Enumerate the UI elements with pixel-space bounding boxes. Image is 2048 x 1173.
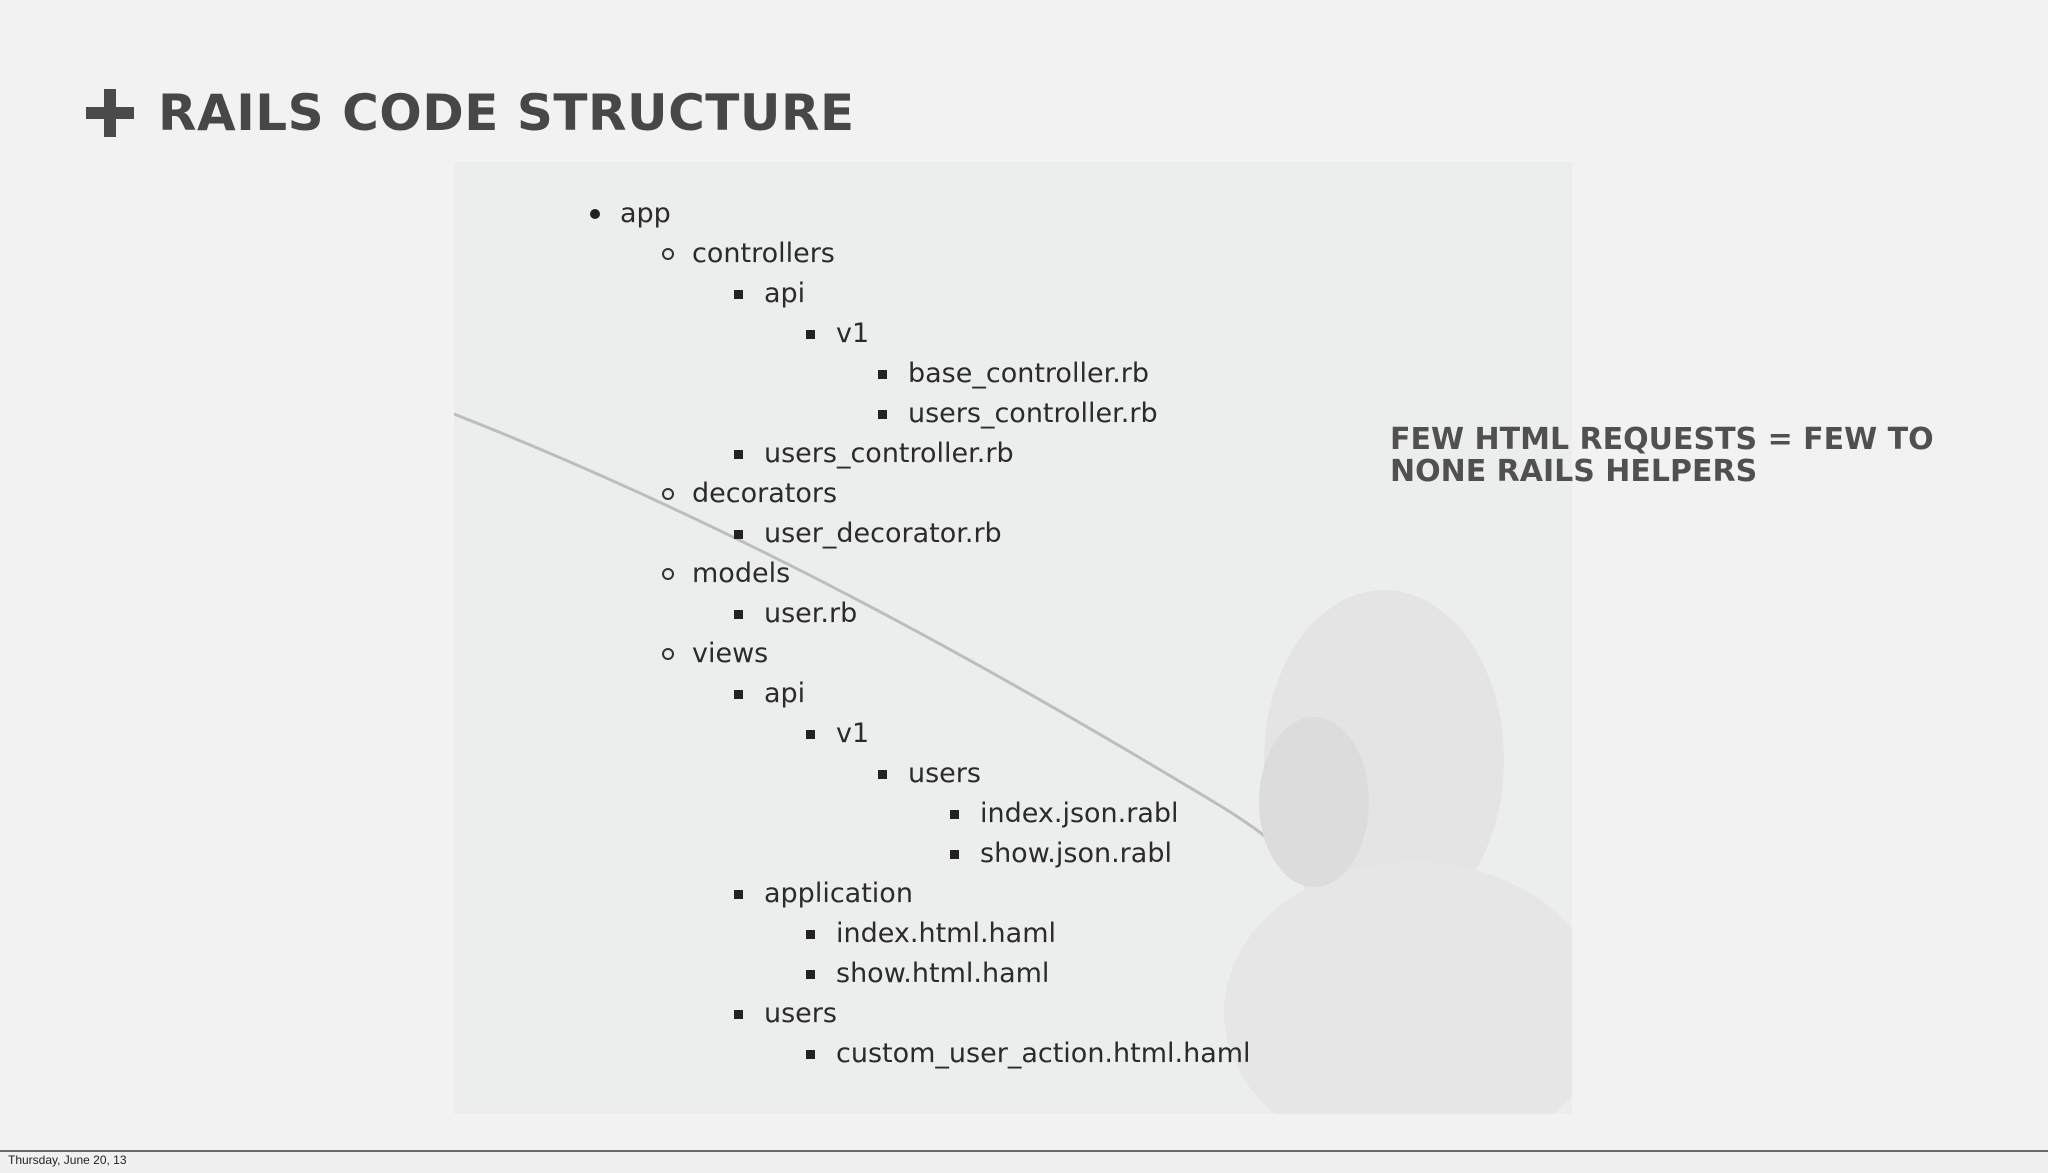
side-note: FEW HTML REQUESTS = FEW TO NONE RAILS HE…	[1390, 422, 1934, 489]
square-bullet-icon	[806, 729, 815, 739]
square-bullet-icon	[734, 1009, 743, 1019]
square-bullet-icon	[950, 809, 959, 819]
tree-item: app	[620, 198, 671, 229]
tree-item: application	[764, 878, 913, 909]
tree-item: v1	[836, 718, 870, 749]
tree-item: show.html.haml	[836, 958, 1050, 989]
tree-item: index.html.haml	[836, 918, 1056, 949]
tree-item: controllers	[692, 238, 835, 269]
square-bullet-icon	[734, 889, 743, 899]
tree-item: custom_user_action.html.haml	[836, 1038, 1251, 1069]
tree-item: users	[908, 758, 981, 789]
hooded-figure-background	[454, 412, 1572, 1114]
square-bullet-icon	[950, 849, 959, 859]
footer-date: Thursday, June 20, 13	[8, 1153, 127, 1167]
slide-title: RAILS CODE STRUCTURE	[158, 84, 855, 142]
tree-item: models	[692, 558, 791, 589]
circle-bullet-icon	[662, 248, 674, 260]
square-bullet-icon	[734, 449, 743, 459]
square-bullet-icon	[878, 769, 887, 779]
tree-item: show.json.rabl	[980, 838, 1172, 869]
plus-icon	[86, 89, 134, 137]
circle-bullet-icon	[662, 648, 674, 660]
tree-item: users	[764, 998, 837, 1029]
tree-item: base_controller.rb	[908, 358, 1150, 389]
disc-bullet-icon	[590, 209, 600, 219]
square-bullet-icon	[806, 929, 815, 939]
square-bullet-icon	[734, 609, 743, 619]
circle-bullet-icon	[662, 568, 674, 580]
tree-item: user.rb	[764, 598, 858, 629]
tree-item: views	[692, 638, 769, 669]
square-bullet-icon	[734, 529, 743, 539]
square-bullet-icon	[806, 969, 815, 979]
tree-item: v1	[836, 318, 870, 349]
tree-item: users_controller.rb	[764, 438, 1014, 469]
square-bullet-icon	[878, 369, 887, 379]
square-bullet-icon	[878, 409, 887, 419]
square-bullet-icon	[806, 1049, 815, 1059]
tree-item: api	[764, 278, 806, 309]
circle-bullet-icon	[662, 488, 674, 500]
tree-item: decorators	[692, 478, 838, 509]
tree-item: users_controller.rb	[908, 398, 1158, 429]
square-bullet-icon	[734, 689, 743, 699]
tree-item: index.json.rabl	[980, 798, 1179, 829]
slide-title-row: RAILS CODE STRUCTURE	[86, 78, 855, 148]
tree-item: api	[764, 678, 806, 709]
tree-item: user_decorator.rb	[764, 518, 1002, 549]
square-bullet-icon	[806, 329, 815, 339]
square-bullet-icon	[734, 289, 743, 299]
